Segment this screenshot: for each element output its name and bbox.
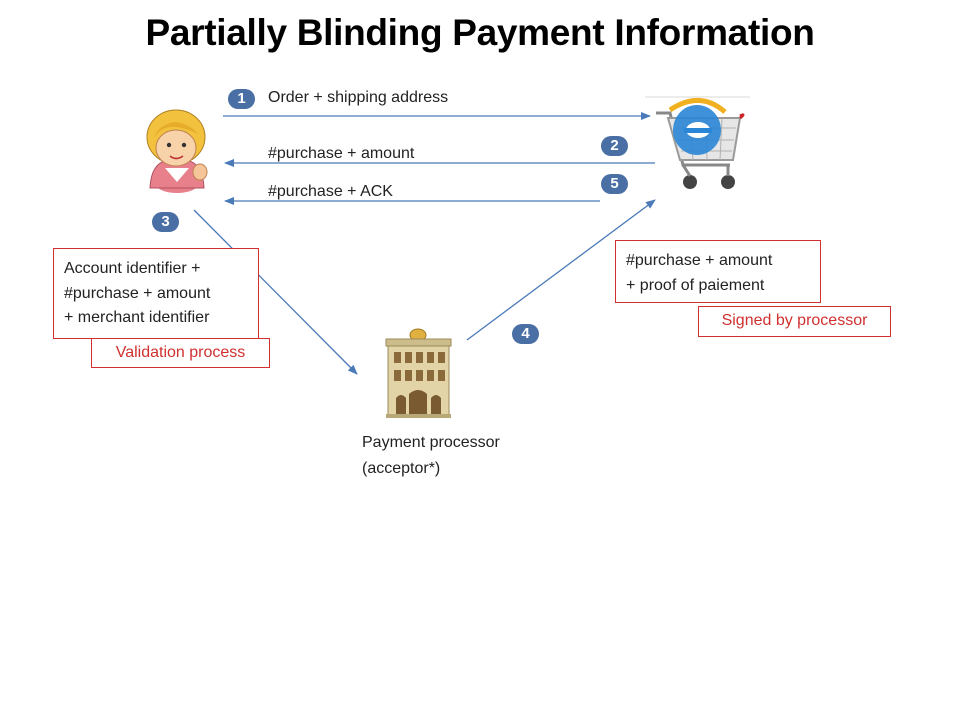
merchant-info-line: #purchase + amount xyxy=(626,252,773,269)
processor-label-line: (acceptor*) xyxy=(362,460,441,477)
step-badge-1: 1 xyxy=(228,89,255,109)
step-2-label: #purchase + amount xyxy=(268,145,415,162)
validation-process-label: Validation process xyxy=(91,338,270,368)
step-5-label: #purchase + ACK xyxy=(268,183,393,200)
signed-by-processor-label: Signed by processor xyxy=(698,306,891,337)
step-1-label: Order + shipping address xyxy=(268,89,449,106)
step-badge-3: 3 xyxy=(152,212,179,232)
step-badge-2: 2 xyxy=(601,136,628,156)
processor-label: Payment processor (acceptor*) xyxy=(362,430,500,482)
processor-label-line: Payment processor xyxy=(362,434,500,451)
merchant-info-line: + proof of paiement xyxy=(626,276,765,294)
customer-info-line: Account identifier + xyxy=(64,260,201,277)
arrow-to-merchant xyxy=(466,199,656,341)
bank-building-icon xyxy=(385,328,452,418)
customer-info-line: #purchase + amount xyxy=(64,284,211,302)
step-badge-5: 5 xyxy=(601,174,628,194)
customer-info-line: + merchant identifier xyxy=(64,309,210,326)
shopping-cart-icon xyxy=(645,96,750,189)
person-icon xyxy=(146,109,208,193)
arrow-to-processor xyxy=(193,209,358,375)
step-badge-4: 4 xyxy=(512,324,539,344)
customer-info-box: Account identifier + #purchase + amount … xyxy=(53,248,259,339)
page-title: Partially Blinding Payment Information xyxy=(145,12,815,53)
merchant-info-box: #purchase + amount + proof of paiement xyxy=(615,240,821,303)
